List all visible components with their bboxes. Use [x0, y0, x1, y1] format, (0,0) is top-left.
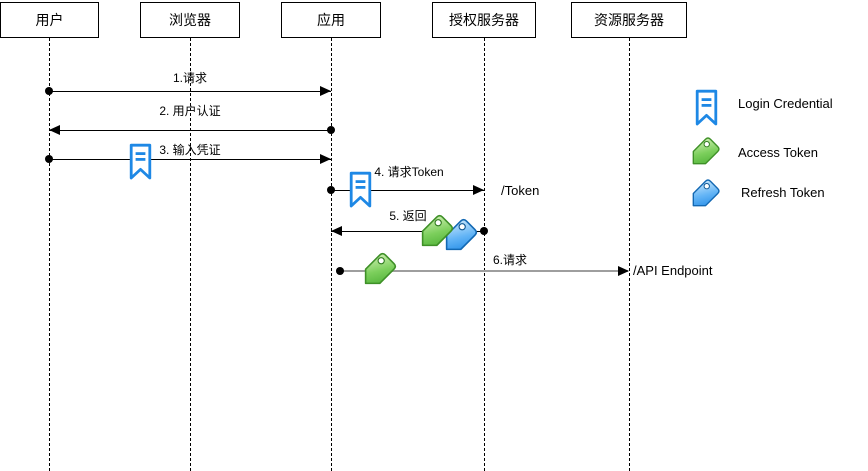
message-3-label: 3. 输入凭证 [159, 143, 221, 157]
message-3-arrowhead [320, 154, 331, 164]
access-token-icon [685, 134, 723, 177]
message-4-origin-dot [327, 186, 335, 194]
login-credential-icon [128, 143, 153, 186]
refresh-token-icon [437, 215, 481, 264]
message-3-line [49, 159, 331, 160]
message-4-label: 4. 请求Token [374, 165, 444, 179]
lifeline-user [49, 38, 50, 471]
message-6-origin-dot [336, 267, 344, 275]
message-1-line [49, 91, 331, 92]
message-2-origin-dot [327, 126, 335, 134]
actor-auth-server: 授权服务器 [432, 2, 536, 38]
lifeline-browser [190, 38, 191, 471]
legend-label-login-credential: Login Credential [738, 96, 833, 111]
message-5-label: 5. 返回 [389, 209, 427, 223]
message-5-arrowhead [331, 226, 342, 236]
actor-resource-server: 资源服务器 [571, 2, 687, 38]
message-2-label: 2. 用户认证 [159, 104, 221, 118]
lifeline-app [331, 38, 332, 471]
actor-app: 应用 [281, 2, 381, 38]
legend-label-refresh-token: Refresh Token [741, 185, 825, 200]
message-5-line [331, 231, 484, 232]
message-3-origin-dot [45, 155, 53, 163]
message-1-origin-dot [45, 87, 53, 95]
access-token-icon [413, 211, 457, 260]
lifeline-auth-server [484, 38, 485, 471]
message-4-line [331, 190, 484, 191]
endpoint-label-token: /Token [501, 183, 540, 198]
legend-label-access-token: Access Token [738, 145, 818, 160]
actor-user: 用户 [0, 2, 99, 38]
message-2-line [49, 130, 331, 131]
message-6-line [340, 270, 628, 272]
login-credential-icon [694, 89, 719, 132]
refresh-token-icon [685, 176, 723, 219]
lifeline-resource-server [629, 38, 630, 471]
message-1-arrowhead [320, 86, 331, 96]
message-6-arrowhead [618, 266, 629, 276]
message-5-origin-dot [480, 227, 488, 235]
message-2-arrowhead [49, 125, 60, 135]
access-token-icon [356, 249, 400, 298]
endpoint-label-api: /API Endpoint [633, 263, 713, 278]
login-credential-icon [348, 171, 373, 214]
message-1-label: 1.请求 [172, 71, 208, 85]
message-4-arrowhead [473, 185, 484, 195]
actor-browser: 浏览器 [140, 2, 240, 38]
message-6-label: 6.请求 [492, 253, 528, 267]
